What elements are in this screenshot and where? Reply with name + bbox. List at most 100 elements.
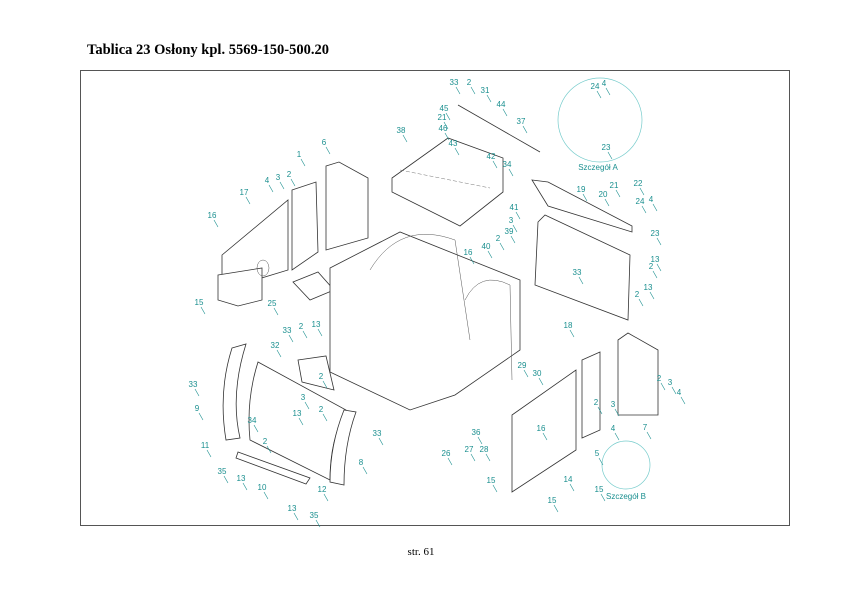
leader-line	[447, 457, 453, 466]
leader-line	[649, 291, 655, 300]
callout-39: 39	[505, 227, 514, 236]
leader-line	[607, 151, 613, 160]
leader-line	[298, 417, 304, 426]
leader-line	[253, 424, 259, 433]
callout-30: 30	[533, 369, 542, 378]
callout-5: 5	[595, 449, 600, 458]
page-number: str. 61	[407, 546, 435, 558]
leader-line	[523, 369, 529, 378]
callout-19: 19	[577, 185, 586, 194]
callout-11: 11	[201, 441, 210, 450]
callout-1: 1	[297, 150, 302, 159]
leader-line	[200, 306, 206, 315]
callout-4: 4	[265, 176, 270, 185]
leader-line	[646, 431, 652, 440]
callout-9: 9	[195, 404, 200, 413]
leader-line	[266, 445, 272, 454]
leader-line	[223, 475, 229, 484]
callout-34: 34	[248, 416, 257, 425]
leader-line	[596, 90, 602, 99]
callout-2: 2	[649, 262, 654, 271]
leader-line	[502, 108, 508, 117]
leader-line	[290, 178, 296, 187]
leader-line	[600, 493, 606, 502]
leader-line	[322, 413, 328, 422]
callout-2: 2	[319, 405, 324, 414]
leader-line	[263, 491, 269, 500]
leader-line	[304, 401, 310, 410]
leader-line	[614, 432, 620, 441]
leader-line	[322, 380, 328, 389]
detail-a-circle	[557, 77, 643, 163]
leader-line	[325, 146, 331, 155]
callout-12: 12	[318, 485, 327, 494]
callout-26: 26	[442, 449, 451, 458]
part-panel-14	[511, 369, 577, 493]
callout-10: 10	[258, 483, 267, 492]
leader-line	[198, 412, 204, 421]
callout-33: 33	[283, 326, 292, 335]
leader-line	[206, 449, 212, 458]
callout-42: 42	[487, 152, 496, 161]
callout-33: 33	[573, 268, 582, 277]
leader-line	[213, 219, 219, 228]
leader-line	[492, 484, 498, 493]
leader-line	[194, 388, 200, 397]
leader-line	[302, 330, 308, 339]
callout-2: 2	[657, 374, 662, 383]
callout-2: 2	[287, 170, 292, 179]
leader-line	[317, 328, 323, 337]
leader-line	[245, 196, 251, 205]
leader-line	[279, 181, 285, 190]
leader-line	[455, 86, 461, 95]
leader-line	[242, 482, 248, 491]
leader-line	[469, 256, 475, 265]
callout-40: 40	[482, 242, 491, 251]
leader-line	[512, 224, 518, 233]
callout-16: 16	[208, 211, 217, 220]
callout-37: 37	[517, 117, 526, 126]
detail-b-circle	[601, 440, 651, 490]
callout-21: 21	[610, 181, 619, 190]
callout-3: 3	[301, 393, 306, 402]
callout-16: 16	[537, 424, 546, 433]
callout-3: 3	[276, 173, 281, 182]
leader-line	[300, 158, 306, 167]
drawing-frame	[80, 70, 790, 526]
callout-13: 13	[288, 504, 297, 513]
leader-line	[578, 276, 584, 285]
callout-44: 44	[497, 100, 506, 109]
callout-33: 33	[450, 78, 459, 87]
leader-line	[510, 235, 516, 244]
callout-28: 28	[480, 445, 489, 454]
leader-line	[604, 198, 610, 207]
leader-line	[445, 112, 451, 121]
callout-2: 2	[263, 437, 268, 446]
leader-line	[276, 349, 282, 358]
leader-line	[614, 408, 620, 417]
callout-33: 33	[373, 429, 382, 438]
part-panel-8	[329, 409, 357, 486]
leader-line	[470, 86, 476, 95]
leader-line	[605, 87, 611, 96]
part-panel-1	[291, 181, 319, 271]
leader-line	[273, 307, 279, 316]
leader-line	[656, 263, 662, 272]
leader-line	[615, 189, 621, 198]
leader-line	[652, 203, 658, 212]
callout-25: 25	[268, 299, 277, 308]
leader-line	[522, 125, 528, 134]
callout-15: 15	[595, 485, 604, 494]
callout-13: 13	[237, 474, 246, 483]
callout-46: 46	[439, 124, 448, 133]
leader-line	[652, 270, 658, 279]
callout-3: 3	[611, 400, 616, 409]
part-panel-19	[531, 179, 633, 233]
callout-24: 24	[591, 82, 600, 91]
callout-38: 38	[397, 126, 406, 135]
callout-14: 14	[564, 475, 573, 484]
part-main-frame	[329, 231, 521, 411]
leader-line	[288, 334, 294, 343]
leader-line	[639, 187, 645, 196]
